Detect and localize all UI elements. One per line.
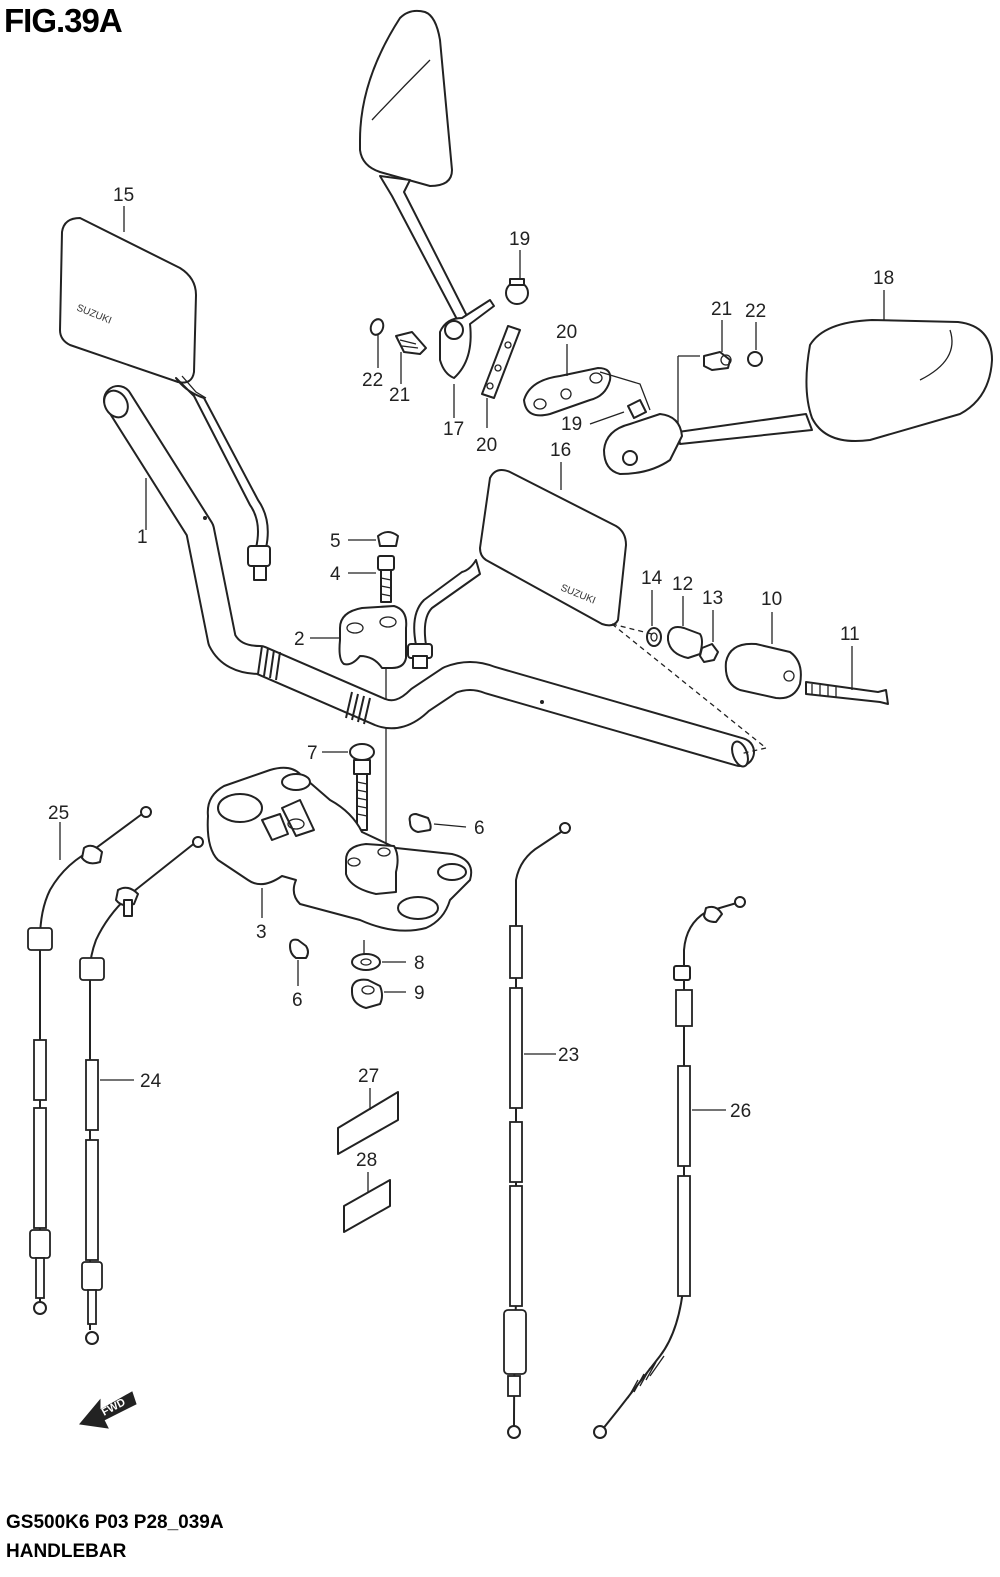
part-26-cable — [593, 896, 746, 1439]
callout-20-lower: 20 — [476, 435, 497, 456]
part-22-cap-top-right — [747, 351, 763, 367]
callout-7: 7 — [307, 743, 318, 764]
callout-17: 17 — [443, 419, 464, 440]
part-16-mirror: SUZUKI — [407, 469, 627, 669]
callout-19-middle: 19 — [561, 414, 582, 435]
callout-20-upper: 20 — [556, 322, 577, 343]
part-17-mirror — [359, 9, 495, 379]
callout-22-right: 22 — [745, 301, 766, 322]
leader-lines — [59, 206, 885, 1192]
callout-14: 14 — [641, 568, 663, 589]
alignment-line-b — [739, 747, 767, 755]
part-14-nut — [646, 627, 662, 647]
part-5-cap — [377, 531, 399, 547]
part-25-cable — [27, 806, 152, 1315]
part-8-washer — [351, 953, 381, 971]
part-6-cushion-lower — [289, 938, 309, 959]
callout-19-top: 19 — [509, 229, 530, 250]
callout-6-lower: 6 — [292, 990, 303, 1011]
callout-23: 23 — [558, 1045, 579, 1066]
callout-1: 1 — [137, 527, 148, 548]
callout-2: 2 — [294, 629, 305, 650]
part-11-screw — [805, 681, 889, 705]
callout-28: 28 — [356, 1150, 377, 1171]
callout-9: 9 — [414, 983, 425, 1004]
part-7-bolt — [349, 743, 375, 831]
callout-18: 18 — [873, 268, 894, 289]
part-27-label — [337, 1091, 399, 1155]
callout-24: 24 — [140, 1071, 162, 1092]
part-21-bolt-top-right — [703, 351, 732, 371]
callout-15: 15 — [113, 185, 134, 206]
part-23-cable — [503, 822, 571, 1439]
part-9-nut — [351, 978, 383, 1009]
part-22-cap-top-left — [369, 318, 385, 336]
figure-title: FIG.39A — [4, 2, 123, 39]
model-code: GS500K6 P03 P28_039A — [6, 1512, 224, 1533]
part-19-cap-top — [505, 278, 529, 305]
part-20-plate-horizontal — [523, 367, 651, 417]
part-4-bolt — [377, 555, 395, 603]
callout-21-left: 21 — [389, 385, 410, 406]
part-21-bolt-top-left — [395, 331, 427, 355]
fwd-arrow-icon: FWD — [79, 1391, 137, 1429]
callout-12: 12 — [672, 574, 693, 595]
part-10-weight — [724, 642, 802, 700]
part-18-right-mirror — [603, 319, 993, 475]
callout-26: 26 — [730, 1101, 751, 1122]
part-20-plate-vertical — [481, 325, 521, 399]
callout-16: 16 — [550, 440, 571, 461]
part-1-handlebar — [103, 385, 755, 768]
part-12-collar — [667, 626, 703, 659]
part-3-lower-holder — [206, 766, 473, 932]
part-28-label — [343, 1179, 391, 1233]
callout-8: 8 — [414, 953, 425, 974]
figure-name: HANDLEBAR — [6, 1541, 127, 1562]
callout-10: 10 — [761, 589, 782, 610]
alignment-line-c — [611, 623, 653, 635]
callout-11: 11 — [840, 624, 860, 645]
callout-25: 25 — [48, 803, 69, 824]
callout-27: 27 — [358, 1066, 379, 1087]
part-15-left-mirror: SUZUKI — [59, 217, 271, 581]
part-24-cable — [79, 836, 204, 1345]
part-13-nut — [699, 643, 719, 663]
callout-3: 3 — [256, 922, 267, 943]
callout-13: 13 — [702, 588, 723, 609]
callout-21-right: 21 — [711, 299, 732, 320]
alignment-line-a — [611, 623, 767, 749]
part-2-upper-holder — [338, 605, 408, 669]
part-6-cushion-upper — [408, 813, 432, 833]
callout-labels: 1 2 3 4 5 6 6 7 8 9 10 11 12 13 14 15 16… — [48, 185, 894, 1171]
callout-22-left: 22 — [362, 370, 383, 391]
callout-6-upper: 6 — [474, 818, 485, 839]
callout-5: 5 — [330, 531, 341, 552]
callout-4: 4 — [330, 564, 341, 585]
